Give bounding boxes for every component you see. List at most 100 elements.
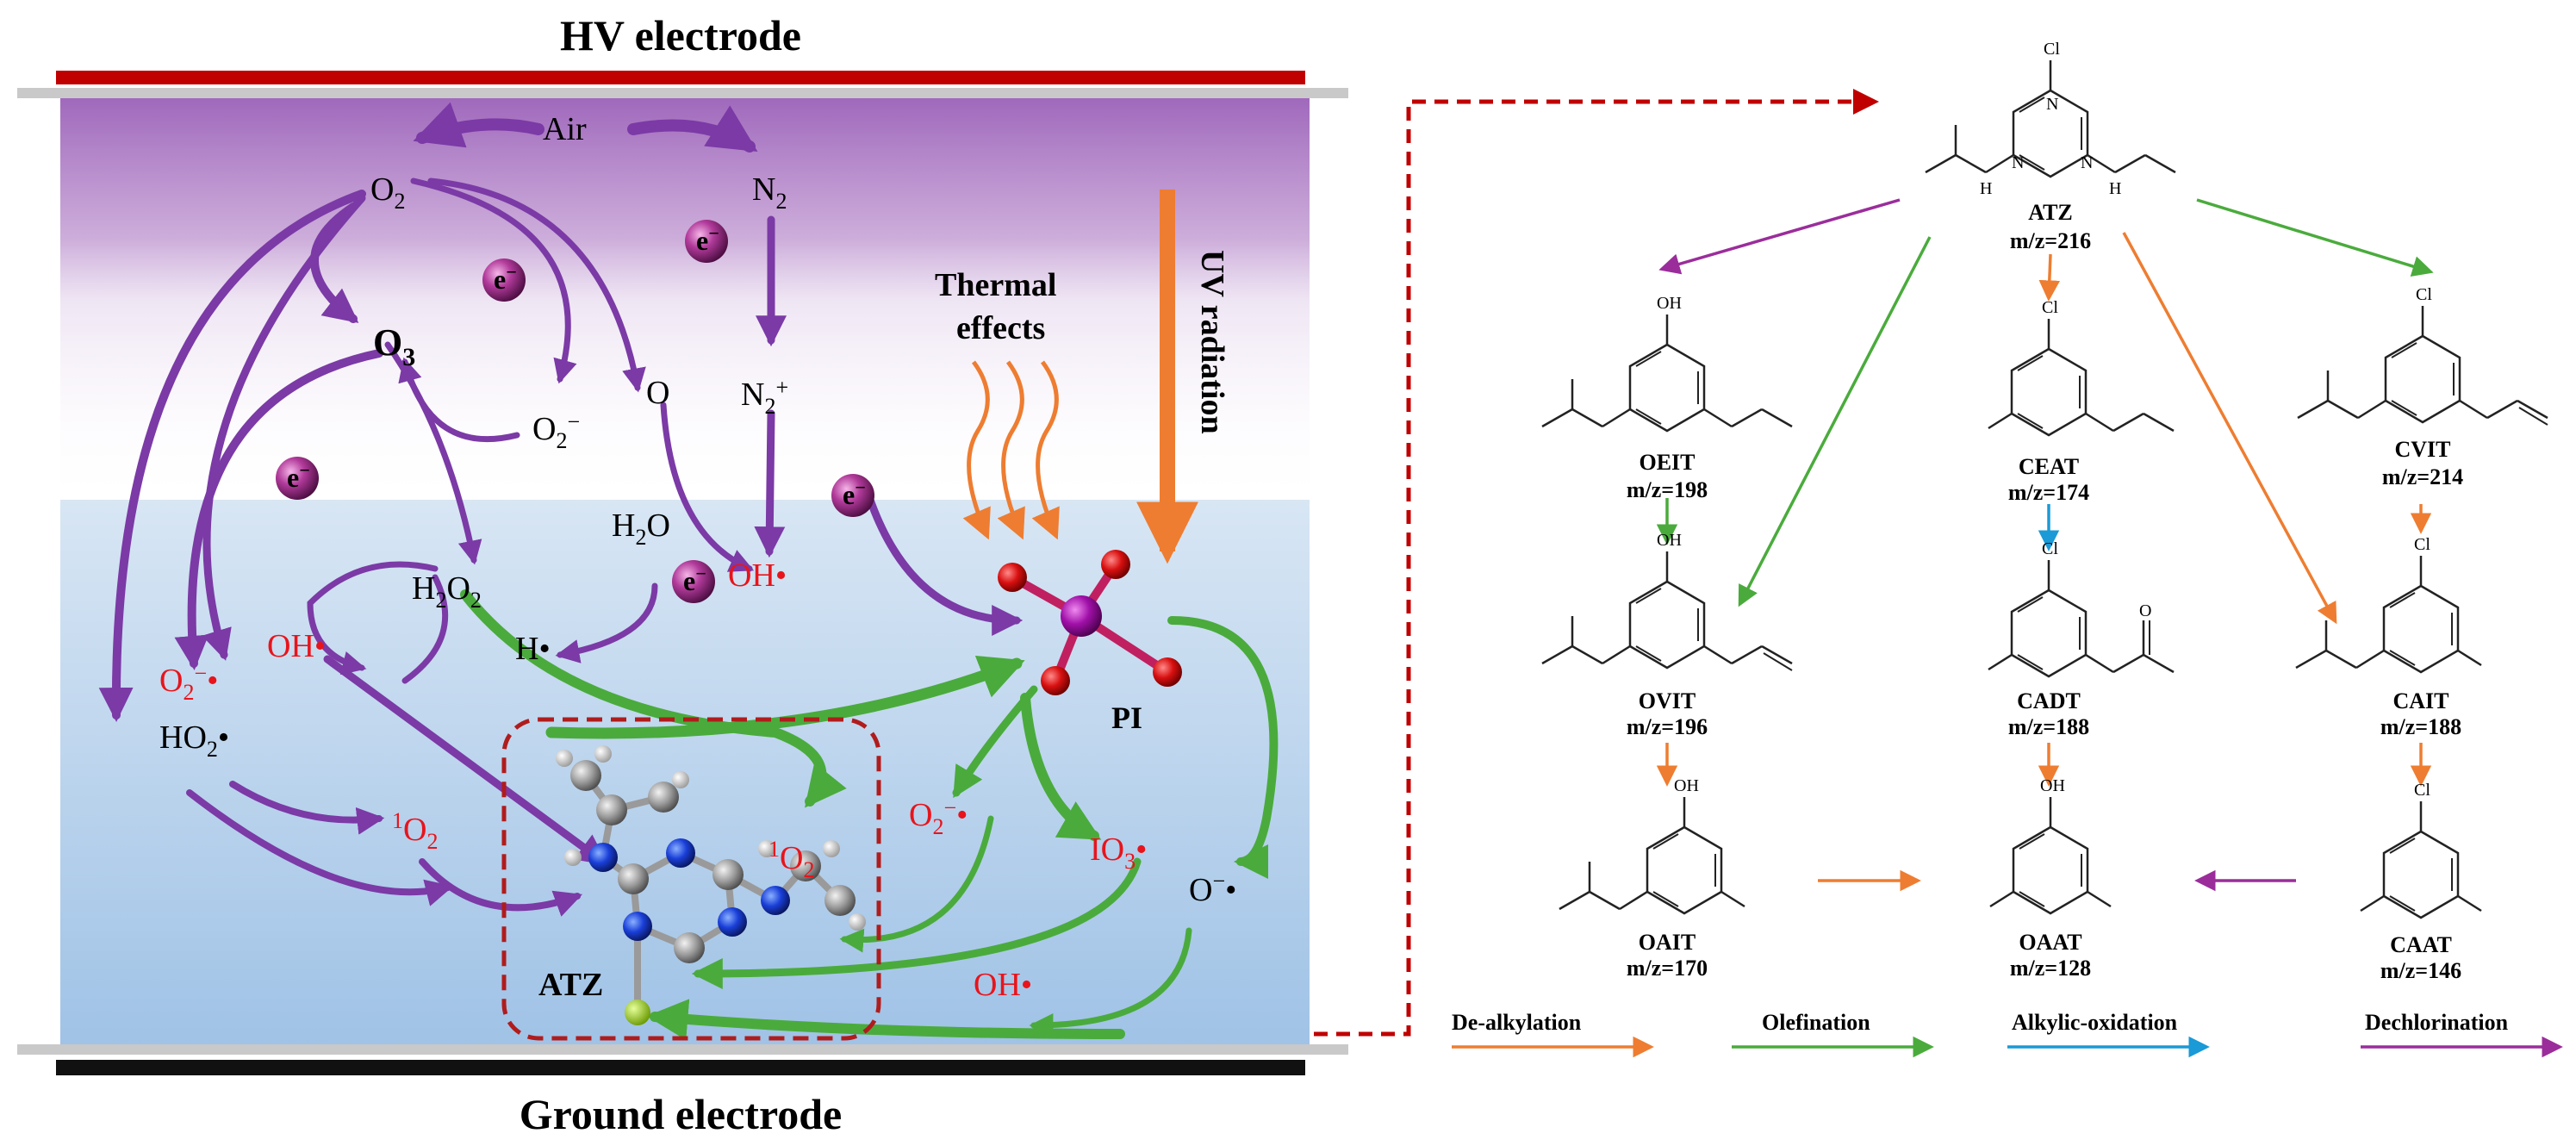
molecule-cvit: Cl bbox=[2297, 285, 2548, 426]
h-radical-label: H• bbox=[515, 631, 551, 667]
electron-sup: − bbox=[695, 563, 706, 584]
svg-text:Cl: Cl bbox=[2042, 298, 2058, 317]
electron-label: e bbox=[843, 479, 855, 510]
legend-label-dechlorination: Dechlorination bbox=[2365, 1010, 2509, 1035]
molecule-cadt: Cl O bbox=[1988, 539, 2175, 678]
top-plate bbox=[17, 88, 1348, 98]
thermal-label-1: Thermal bbox=[935, 267, 1056, 303]
electron-sup: − bbox=[506, 261, 517, 283]
molecule-ceat: Cl bbox=[1988, 298, 2175, 437]
oeit-mz: m/z=198 bbox=[1627, 477, 1708, 502]
electron-sup: − bbox=[855, 476, 866, 498]
o2-minus-radical-left: O2−• bbox=[159, 661, 218, 705]
species-labels: Air O2 N2 O3 O O2− N2+ H2O H2O2 OH• OH• … bbox=[159, 111, 1236, 1003]
svg-text:Cl: Cl bbox=[2414, 535, 2430, 554]
pathway-arrows bbox=[1656, 198, 2434, 892]
o-minus-radical-label: O−• bbox=[1189, 869, 1236, 908]
svg-text:Cl: Cl bbox=[2042, 539, 2058, 558]
legend-label-olefination: Olefination bbox=[1762, 1010, 1870, 1035]
h2o-label: H2O bbox=[612, 508, 670, 550]
oaat-mz: m/z=128 bbox=[2010, 956, 2091, 981]
hv-electrode-label: HV electrode bbox=[560, 11, 801, 59]
plasma-region bbox=[60, 95, 1310, 508]
caat-mz: m/z=146 bbox=[2380, 958, 2461, 983]
ceat-name: CEAT bbox=[2019, 454, 2079, 479]
molecule-ovit: OH bbox=[1541, 531, 1793, 671]
atz-3d-molecule bbox=[556, 745, 866, 1025]
pathway-legend: De-alkylation Olefination Alkylic-oxidat… bbox=[1452, 1010, 2563, 1058]
svg-text:e−: e− bbox=[683, 563, 706, 596]
ground-electrode-bar bbox=[56, 1060, 1305, 1075]
connector-dashed-arrow bbox=[1314, 89, 1879, 1037]
purple-reaction-arrows bbox=[98, 102, 1024, 917]
reactor-panel: HV electrode Ground electrode bbox=[17, 11, 1879, 1138]
svg-text:H: H bbox=[1980, 179, 1992, 198]
electron-label: e bbox=[287, 462, 299, 493]
molecule-caat: Cl bbox=[2360, 781, 2482, 919]
oh-radical-bottom: OH• bbox=[974, 967, 1032, 1003]
molecule-atz: Cl N N N H H bbox=[1925, 40, 2176, 198]
cadt-name: CADT bbox=[2017, 688, 2081, 713]
electron-sup: − bbox=[299, 459, 310, 481]
electron-sup: − bbox=[708, 222, 719, 244]
svg-text:Cl: Cl bbox=[2416, 285, 2432, 304]
cait-name: CAIT bbox=[2392, 688, 2448, 713]
o3-label: O3 bbox=[373, 321, 415, 371]
svg-text:e−: e− bbox=[287, 459, 310, 493]
o2-label: O2 bbox=[370, 171, 405, 214]
oait-name: OAIT bbox=[1639, 930, 1696, 955]
ovit-mz: m/z=196 bbox=[1627, 714, 1708, 739]
o-atom-label: O bbox=[646, 375, 669, 411]
n2-plus-label: N2+ bbox=[741, 375, 788, 419]
ovit-name: OVIT bbox=[1639, 688, 1696, 713]
atz-highlight-box bbox=[501, 717, 881, 1041]
pi-label: PI bbox=[1111, 701, 1142, 735]
electron-label: e bbox=[494, 264, 506, 295]
singlet-oxygen-b: 1O2 bbox=[768, 837, 814, 882]
oaat-name: OAAT bbox=[2019, 930, 2081, 955]
o2-minus-radical-green: O2−• bbox=[909, 795, 968, 839]
atz-name: ATZ bbox=[2028, 200, 2073, 225]
h2o2-label: H2O2 bbox=[412, 570, 482, 613]
svg-text:N: N bbox=[2081, 153, 2093, 172]
svg-text:Cl: Cl bbox=[2414, 781, 2430, 800]
io3-radical-label: IO3• bbox=[1090, 831, 1147, 874]
air-label: Air bbox=[543, 111, 587, 147]
electron-icons: e− e− e− e− e− bbox=[276, 220, 874, 603]
svg-text:H: H bbox=[2109, 179, 2121, 198]
ho2-radical-label: HO2• bbox=[159, 719, 229, 762]
molecule-oeit: OH bbox=[1541, 294, 1793, 433]
svg-text:OH: OH bbox=[1674, 776, 1699, 795]
cvit-mz: m/z=214 bbox=[2382, 464, 2463, 489]
uv-label: UV radiation bbox=[1194, 250, 1230, 434]
ground-electrode-label: Ground electrode bbox=[520, 1090, 843, 1138]
thermal-arrows bbox=[962, 360, 1060, 540]
svg-text:OH: OH bbox=[1657, 294, 1682, 313]
cadt-mz: m/z=188 bbox=[2008, 714, 2089, 739]
molecule-cait: Cl bbox=[2295, 535, 2482, 674]
svg-text:Cl: Cl bbox=[2044, 40, 2060, 59]
svg-text:e−: e− bbox=[696, 222, 719, 256]
n2-label: N2 bbox=[752, 171, 787, 214]
atz-mz: m/z=216 bbox=[2010, 228, 2091, 253]
svg-text:O: O bbox=[2139, 601, 2151, 620]
legend-label-alkylic-oxidation: Alkylic-oxidation bbox=[2012, 1010, 2178, 1035]
svg-text:e−: e− bbox=[494, 261, 517, 295]
svg-text:e−: e− bbox=[843, 476, 866, 510]
thermal-label-2: effects bbox=[956, 310, 1045, 346]
cait-mz: m/z=188 bbox=[2380, 714, 2461, 739]
svg-text:OH: OH bbox=[2040, 776, 2065, 795]
atz-label: ATZ bbox=[538, 967, 603, 1003]
bottom-plate bbox=[17, 1044, 1348, 1055]
caat-name: CAAT bbox=[2390, 932, 2452, 957]
singlet-oxygen-a: 1O2 bbox=[392, 808, 438, 854]
oeit-name: OEIT bbox=[1639, 450, 1695, 475]
electron-label: e bbox=[696, 225, 708, 256]
green-reaction-arrows bbox=[460, 589, 1279, 1041]
svg-text:N: N bbox=[2046, 95, 2058, 114]
ceat-mz: m/z=174 bbox=[2008, 480, 2089, 505]
degradation-pathway: Cl N N N H H ATZ m/z=216 OH OEIT m/z=198 bbox=[1452, 40, 2563, 1058]
oh-radical-mid: OH• bbox=[267, 628, 326, 664]
svg-text:N: N bbox=[2012, 153, 2024, 172]
